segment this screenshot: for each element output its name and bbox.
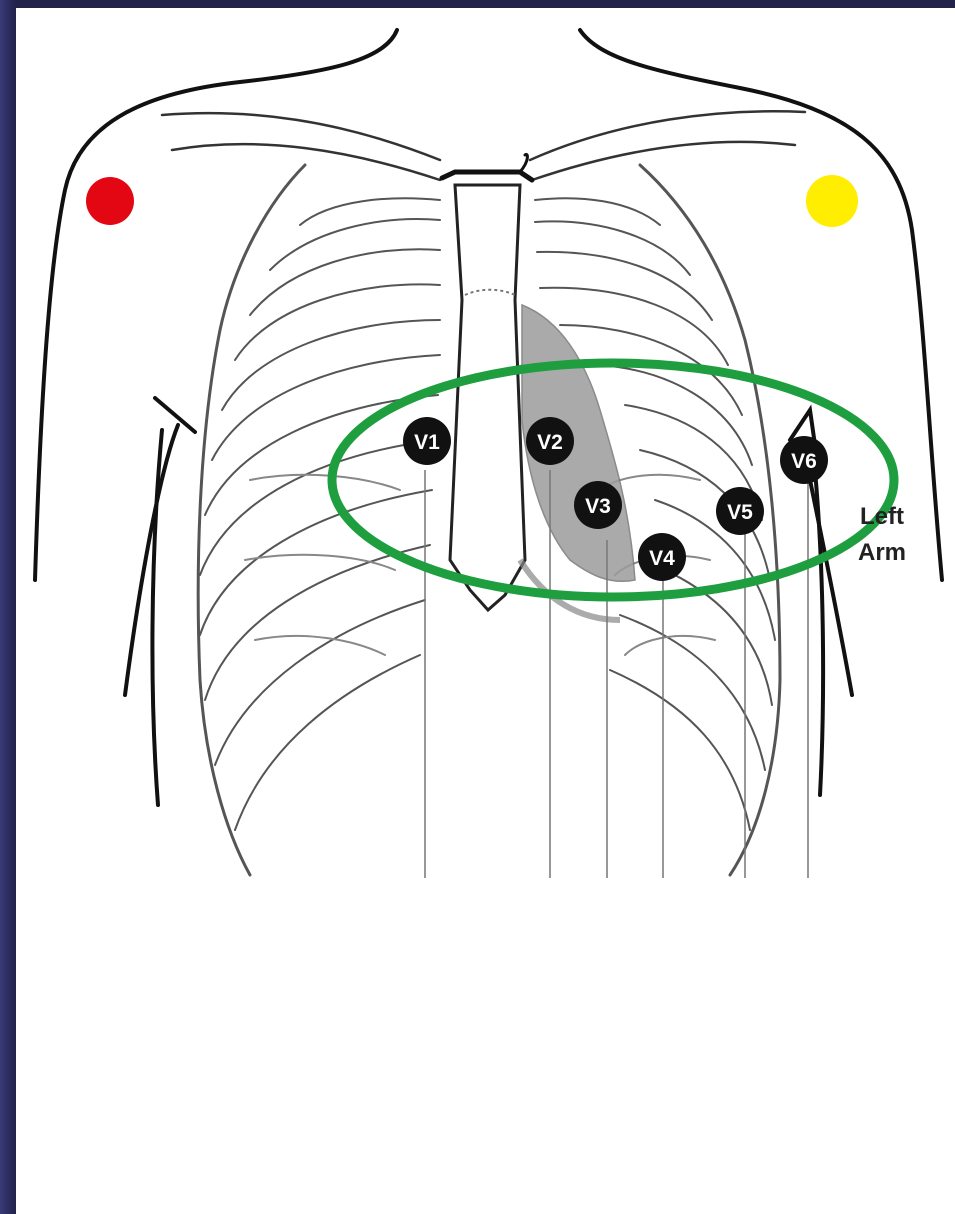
side-label-line1: Left — [860, 503, 904, 530]
sternum — [450, 185, 525, 610]
clavicles — [162, 111, 805, 180]
electrode-v6: V6 — [780, 436, 828, 484]
electrode-v4-label: V4 — [649, 547, 675, 570]
left-lower-line — [808, 470, 852, 695]
left-arm-electrode — [806, 175, 858, 227]
right-arrow-head — [155, 398, 195, 432]
right-arm-electrode — [86, 177, 134, 225]
electrode-v5: V5 — [716, 487, 764, 535]
electrode-v3-label: V3 — [585, 495, 611, 518]
electrode-v5-label: V5 — [727, 501, 753, 524]
electrode-v1: V1 — [403, 417, 451, 465]
electrode-v1-label: V1 — [414, 431, 440, 454]
electrode-v3: V3 — [574, 481, 622, 529]
electrode-v4: V4 — [638, 533, 686, 581]
electrode-v2-label: V2 — [537, 431, 563, 454]
electrode-v2: V2 — [526, 417, 574, 465]
heart-shading — [520, 305, 635, 620]
side-label-line2: Arm — [858, 539, 906, 566]
electrode-v6-label: V6 — [791, 450, 817, 473]
